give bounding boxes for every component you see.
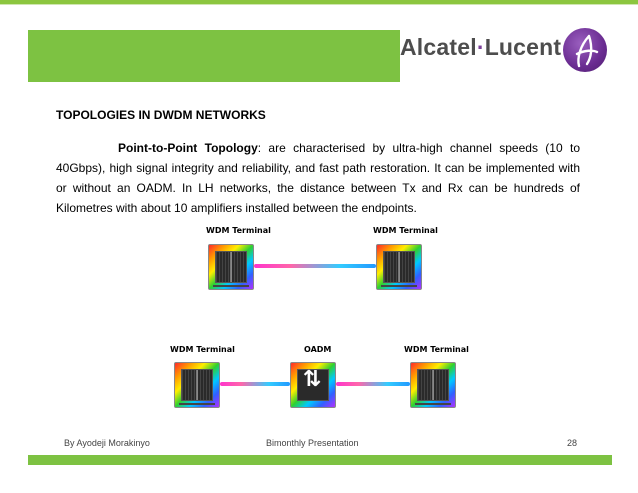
fiber-link-top (254, 264, 376, 268)
brand-logo: Alcatel·Lucent (400, 34, 561, 61)
logo-swoosh-icon (575, 34, 599, 68)
fiber-link-bottom-right (336, 382, 410, 386)
terminal-base (415, 403, 451, 405)
terminal-screen (417, 369, 449, 401)
oadm-node: ⇅ (290, 362, 336, 408)
fiber-link-bottom-left (220, 382, 290, 386)
brand-logo-icon (563, 28, 607, 72)
terminal-base (213, 285, 249, 287)
terminal-base (179, 403, 215, 405)
diagram-label-bottom-mid: OADM (304, 345, 332, 354)
terminal-screen (181, 369, 213, 401)
wdm-terminal-top-right (376, 244, 422, 290)
logo-dot: · (476, 34, 485, 60)
footer-author: By Ayodeji Morakinyo (64, 438, 150, 448)
diagram-label-bottom-right: WDM Terminal (404, 345, 469, 354)
header-green-band (28, 30, 400, 82)
wdm-terminal-bottom-left (174, 362, 220, 408)
diagram-label-top-right: WDM Terminal (373, 226, 438, 235)
slide-title: TOPOLOGIES IN DWDM NETWORKS (56, 108, 266, 122)
slide-paragraph: Point-to-Point Topology: are characteris… (56, 138, 580, 218)
page-number: 28 (567, 438, 578, 448)
footer-green-band (28, 455, 612, 465)
wdm-terminal-top-left (208, 244, 254, 290)
logo-word-right: Lucent (484, 34, 562, 60)
paragraph-lead: Point-to-Point Topology (118, 141, 258, 155)
top-accent-line (0, 4, 638, 5)
top-accent-bar (0, 0, 638, 4)
logo-word-left: Alcatel (400, 34, 477, 60)
oadm-box (297, 369, 329, 401)
add-drop-icon: ⇅ (302, 367, 322, 392)
diagram-label-top-left: WDM Terminal (206, 226, 271, 235)
footer-center: Bimonthly Presentation (266, 438, 359, 448)
diagram-label-bottom-left: WDM Terminal (170, 345, 235, 354)
terminal-screen (383, 251, 415, 283)
wdm-terminal-bottom-right (410, 362, 456, 408)
paragraph-body: : are characterised by ultra-high channe… (56, 141, 580, 215)
terminal-screen (215, 251, 247, 283)
terminal-base (381, 285, 417, 287)
